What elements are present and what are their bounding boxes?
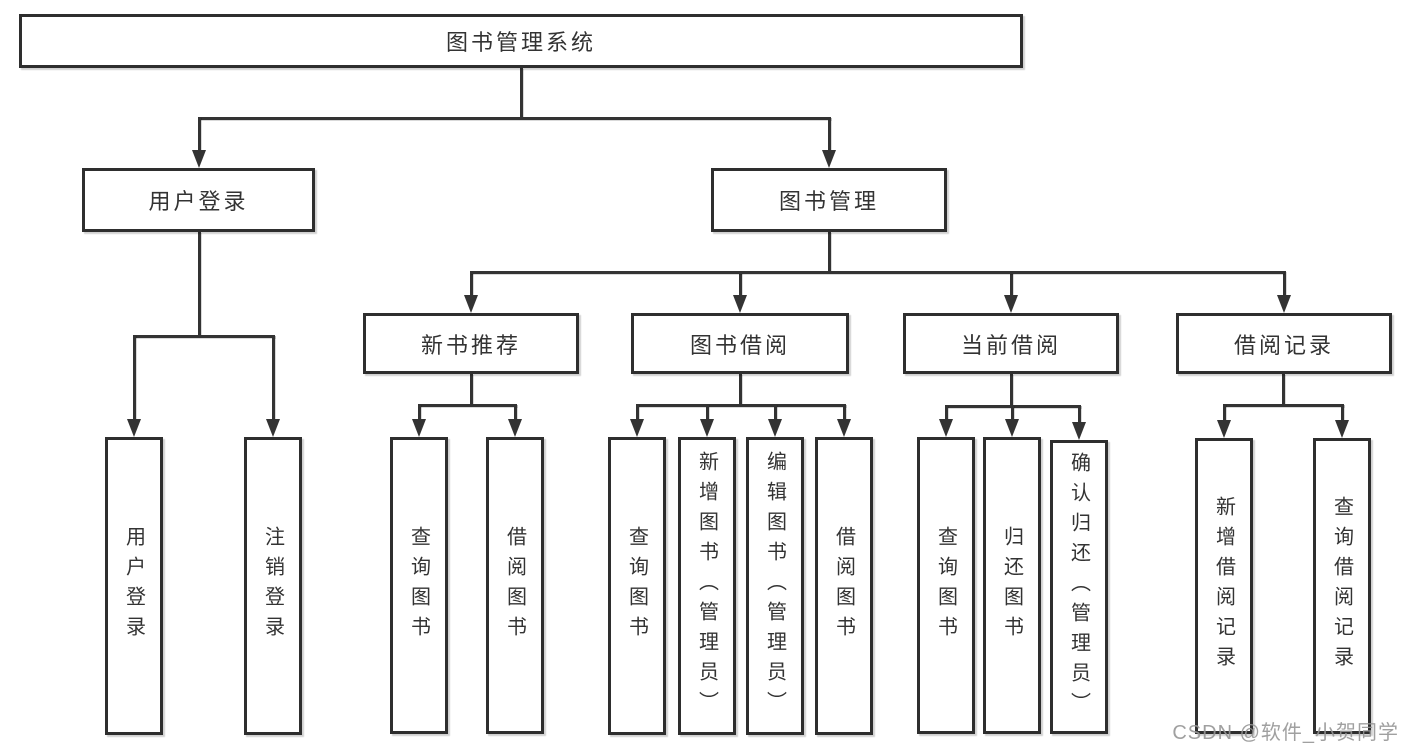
connector-line: [198, 117, 831, 120]
connector-line: [1341, 404, 1344, 424]
leaf-return-books: 归还图书: [983, 437, 1041, 734]
connector-line: [470, 374, 473, 406]
node-current-borrowing-label: 当前借阅: [960, 332, 1061, 358]
leaf-user-login-label: 用户登录: [122, 526, 145, 646]
leaf-logout-label: 注销登录: [261, 526, 284, 646]
node-new-book-recommendation: 新书推荐: [363, 313, 579, 374]
connector-line: [1078, 405, 1081, 426]
connector-line: [514, 404, 517, 423]
leaf-logout: 注销登录: [244, 437, 302, 735]
node-book-management: 图书管理: [711, 168, 947, 232]
leaf-add-borrowing-record-label: 新增借阅记录: [1212, 496, 1235, 676]
node-root: 图书管理系统: [19, 14, 1023, 68]
leaf-edit-book-admin: 编辑图书（管理员）: [746, 437, 804, 735]
connector-line: [198, 232, 201, 337]
connector-line: [1283, 271, 1286, 299]
connector-line: [198, 117, 201, 154]
connector-line: [520, 68, 523, 119]
connector-line: [272, 335, 275, 423]
leaf-query-books-current-label: 查询图书: [934, 525, 957, 646]
connector-line: [1010, 374, 1013, 407]
node-book-management-label: 图书管理: [778, 189, 879, 214]
arrow-down-icon: [837, 419, 851, 437]
arrow-down-icon: [508, 419, 522, 437]
connector-line: [739, 271, 742, 299]
connector-line: [828, 232, 831, 273]
leaf-edit-book-admin-label: 编辑图书（管理员）: [763, 451, 786, 721]
arrow-down-icon: [1335, 420, 1349, 438]
arrow-down-icon: [1217, 420, 1231, 438]
arrow-down-icon: [630, 419, 644, 437]
node-current-borrowing: 当前借阅: [903, 313, 1119, 374]
leaf-query-books-borrowing-label: 查询图书: [625, 526, 648, 646]
arrow-down-icon: [733, 295, 747, 313]
node-book-borrowing-label: 图书借阅: [689, 332, 790, 358]
node-book-borrowing: 图书借阅: [631, 313, 849, 374]
leaf-borrow-books-borrowing: 借阅图书: [815, 437, 873, 735]
leaf-return-books-label: 归还图书: [1000, 525, 1023, 646]
connector-line: [636, 404, 846, 407]
leaf-borrow-books-recommend: 借阅图书: [486, 437, 544, 734]
connector-line: [418, 404, 517, 407]
watermark-text: CSDN @软件_小贺同学: [1172, 722, 1399, 744]
node-borrowing-records: 借阅记录: [1176, 313, 1392, 374]
leaf-query-books-recommend-label: 查询图书: [407, 525, 430, 646]
leaf-add-book-admin: 新增图书（管理员）: [678, 437, 736, 735]
arrow-down-icon: [412, 419, 426, 437]
arrow-down-icon: [464, 295, 478, 313]
connector-line: [828, 117, 831, 154]
arrow-down-icon: [192, 150, 206, 168]
connector-line: [706, 404, 709, 423]
connector-line: [774, 404, 777, 423]
leaf-confirm-return-admin-label: 确认归还（管理员）: [1067, 452, 1090, 722]
connector-line: [133, 335, 275, 338]
leaf-confirm-return-admin: 确认归还（管理员）: [1050, 440, 1108, 734]
leaf-add-borrowing-record: 新增借阅记录: [1195, 438, 1253, 734]
connector-line: [636, 404, 639, 423]
arrow-down-icon: [1072, 422, 1086, 440]
arrow-down-icon: [768, 419, 782, 437]
leaf-query-borrowing-record-label: 查询借阅记录: [1330, 496, 1353, 676]
leaf-query-books-borrowing: 查询图书: [608, 437, 666, 735]
arrow-down-icon: [700, 419, 714, 437]
node-root-label: 图书管理系统: [445, 30, 596, 55]
connector-line: [843, 404, 846, 423]
leaf-query-borrowing-record: 查询借阅记录: [1313, 438, 1371, 734]
arrow-down-icon: [1005, 419, 1019, 437]
arrow-down-icon: [1277, 295, 1291, 313]
arrow-down-icon: [266, 419, 280, 437]
leaf-borrow-books-borrowing-label: 借阅图书: [832, 526, 855, 646]
node-borrowing-records-label: 借阅记录: [1233, 332, 1334, 358]
connector-line: [1282, 374, 1285, 406]
connector-line: [1010, 271, 1013, 299]
leaf-add-book-admin-label: 新增图书（管理员）: [695, 451, 718, 721]
connector-line: [133, 335, 136, 423]
node-user-login-label: 用户登录: [148, 189, 249, 214]
connector-line: [739, 374, 742, 406]
node-user-login: 用户登录: [82, 168, 315, 232]
connector-line: [1223, 404, 1226, 424]
leaf-query-books-recommend: 查询图书: [390, 437, 448, 734]
leaf-user-login: 用户登录: [105, 437, 163, 735]
leaf-borrow-books-recommend-label: 借阅图书: [503, 525, 526, 646]
connector-line: [1223, 404, 1344, 407]
arrow-down-icon: [1004, 295, 1018, 313]
arrow-down-icon: [939, 419, 953, 437]
connector-line: [945, 405, 948, 423]
arrow-down-icon: [127, 419, 141, 437]
leaf-query-books-current: 查询图书: [917, 437, 975, 734]
arrow-down-icon: [822, 150, 836, 168]
node-new-book-recommendation-label: 新书推荐: [420, 332, 521, 358]
connector-line: [470, 271, 1284, 274]
connector-line: [1011, 405, 1014, 423]
connector-line: [470, 271, 473, 299]
connector-line: [418, 404, 421, 423]
